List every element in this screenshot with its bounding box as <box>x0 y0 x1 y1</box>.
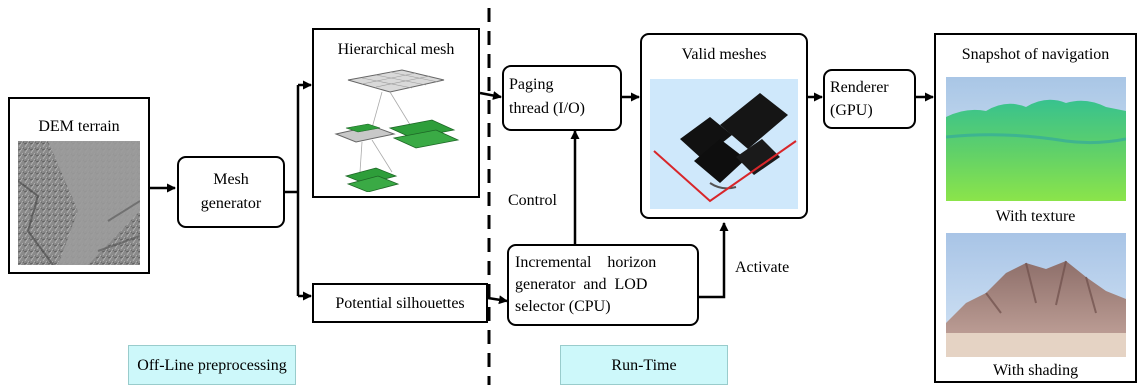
texture-render-image <box>946 77 1126 201</box>
renderer-box: Renderer (GPU) <box>823 69 916 129</box>
hierarchical-mesh-label: Hierarchical mesh <box>337 41 455 58</box>
arrow-silhouettes-to-incremental <box>487 295 508 305</box>
snapshot-label: Snapshot of navigation <box>961 46 1110 63</box>
valid-meshes-image <box>650 79 798 209</box>
mesh-generator-line-2: generator <box>200 195 262 212</box>
snapshot-box: Snapshot of navigation With texture <box>934 33 1137 383</box>
renderer-line-1: Renderer <box>830 79 889 96</box>
incremental-line-1: Incremental horizon <box>515 254 657 271</box>
offline-section-label: Off-Line preprocessing <box>128 345 296 385</box>
mesh-generator-line-1: Mesh <box>213 171 249 188</box>
activate-edge-label: Activate <box>735 259 790 276</box>
paging-thread-line-1: Paging <box>509 76 554 93</box>
runtime-section-label: Run-Time <box>560 345 728 385</box>
paging-thread-line-2: thread (I/O) <box>509 100 585 117</box>
renderer-line-2: (GPU) <box>830 102 873 119</box>
incremental-generator-box: Incremental horizon generator and LOD se… <box>507 244 699 326</box>
dem-terrain-label: DEM terrain <box>38 118 120 135</box>
with-texture-label: With texture <box>995 208 1076 225</box>
paging-thread-box: Paging thread (I/O) <box>502 65 622 131</box>
dem-terrain-image <box>18 141 140 265</box>
incremental-line-3: selector (CPU) <box>515 298 611 315</box>
potential-silhouettes-label: Potential silhouettes <box>335 295 465 312</box>
shading-render-image <box>946 233 1126 357</box>
potential-silhouettes-box: Potential silhouettes <box>312 283 488 323</box>
arrow-activate <box>698 222 729 299</box>
hierarchical-mesh-image <box>334 69 460 192</box>
mesh-generator-box: Mesh generator <box>177 156 285 228</box>
valid-meshes-label: Valid meshes <box>681 46 767 63</box>
dem-terrain-box: DEM terrain <box>8 97 150 274</box>
arrow-hierarchical-to-paging <box>479 91 502 100</box>
valid-meshes-box: Valid meshes <box>640 33 808 219</box>
hierarchical-mesh-box: Hierarchical mesh <box>312 28 480 198</box>
incremental-line-2: generator and LOD <box>515 276 648 293</box>
control-edge-label: Control <box>508 192 557 209</box>
with-shading-label: With shading <box>992 362 1079 379</box>
